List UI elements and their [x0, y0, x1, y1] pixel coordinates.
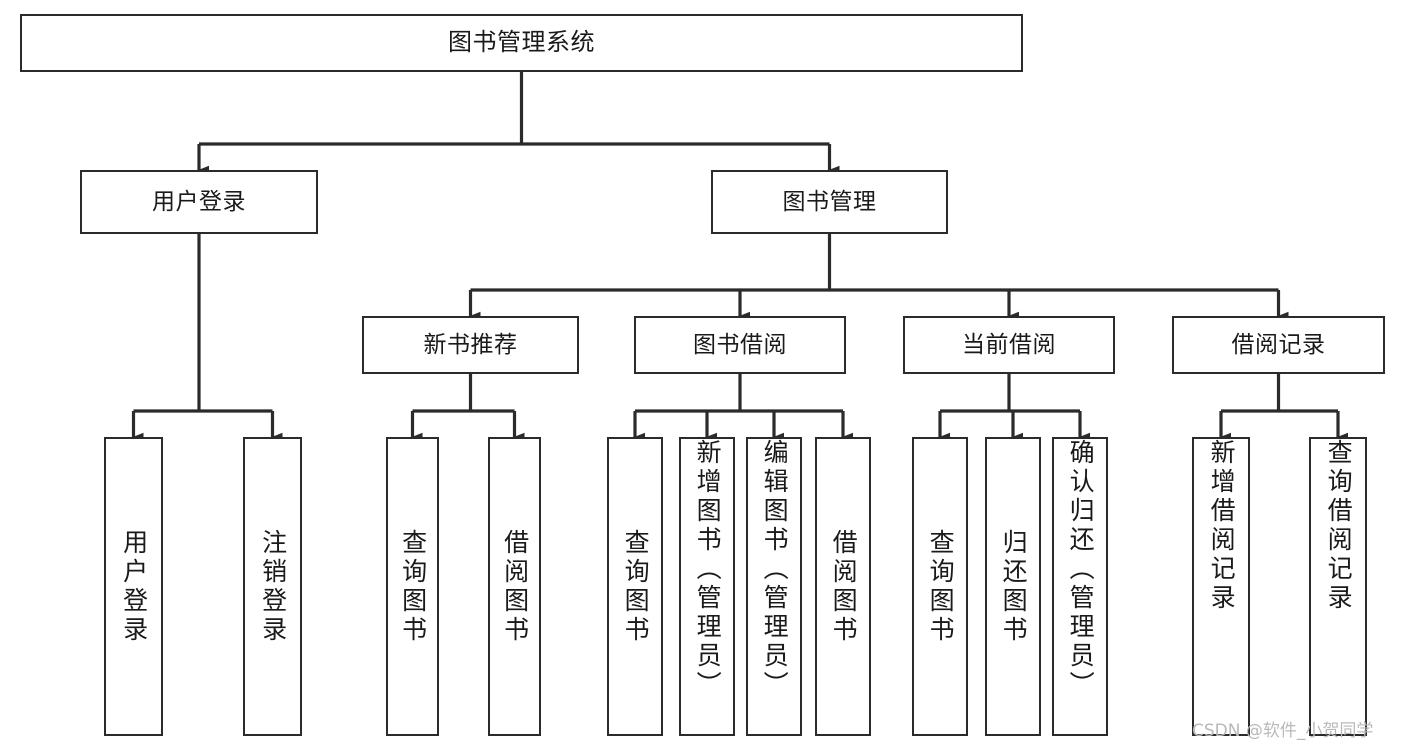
node-f-borrow1[interactable]: 借阅图书: [488, 437, 541, 736]
node-label-current: 当前借阅: [962, 331, 1056, 358]
node-label-f-logout: 注销登录: [258, 528, 288, 645]
node-label-f-login: 用户登录: [119, 528, 149, 645]
node-label-f-return: 归还图书: [999, 528, 1029, 645]
node-label-root: 图书管理系统: [448, 28, 595, 57]
node-f-borrow2[interactable]: 借阅图书: [815, 437, 871, 736]
node-f-editbook[interactable]: 编辑图书（管理员）: [746, 437, 802, 736]
node-label-newbook: 新书推荐: [423, 331, 518, 358]
node-f-confirm[interactable]: 确认归还（管理员）: [1052, 437, 1108, 736]
node-root[interactable]: 图书管理系统: [20, 14, 1023, 72]
node-label-borrow: 图书借阅: [693, 331, 787, 358]
node-f-query2[interactable]: 查询图书: [607, 437, 663, 736]
node-label-f-query2: 查询图书: [621, 528, 651, 645]
node-f-logout[interactable]: 注销登录: [243, 437, 302, 736]
node-label-f-confirm: 确认归还（管理员）: [1066, 439, 1096, 700]
node-f-addrec[interactable]: 新增借阅记录: [1192, 437, 1250, 736]
node-f-query3[interactable]: 查询图书: [912, 437, 968, 736]
node-login[interactable]: 用户登录: [80, 170, 318, 234]
node-label-f-addbook: 新增图书（管理员）: [693, 439, 723, 700]
node-label-f-borrow2: 借阅图书: [829, 528, 859, 645]
node-label-f-query3: 查询图书: [926, 528, 956, 645]
node-records[interactable]: 借阅记录: [1172, 316, 1385, 374]
node-label-records: 借阅记录: [1231, 331, 1326, 358]
node-label-f-addrec: 新增借阅记录: [1207, 439, 1237, 613]
node-current[interactable]: 当前借阅: [903, 316, 1115, 374]
node-label-f-query1: 查询图书: [398, 528, 428, 645]
node-label-f-queryrec: 查询借阅记录: [1324, 439, 1354, 613]
node-f-login[interactable]: 用户登录: [104, 437, 163, 736]
node-label-f-borrow1: 借阅图书: [500, 528, 530, 645]
node-label-login: 用户登录: [152, 188, 246, 215]
node-f-addbook[interactable]: 新增图书（管理员）: [679, 437, 735, 736]
node-newbook[interactable]: 新书推荐: [362, 316, 579, 374]
node-label-bookmgmt: 图书管理: [782, 188, 877, 215]
node-f-queryrec[interactable]: 查询借阅记录: [1309, 437, 1367, 736]
node-f-query1[interactable]: 查询图书: [386, 437, 439, 736]
node-f-return[interactable]: 归还图书: [985, 437, 1041, 736]
node-borrow[interactable]: 图书借阅: [634, 316, 846, 374]
node-bookmgmt[interactable]: 图书管理: [711, 170, 948, 234]
node-label-f-editbook: 编辑图书（管理员）: [760, 439, 790, 700]
